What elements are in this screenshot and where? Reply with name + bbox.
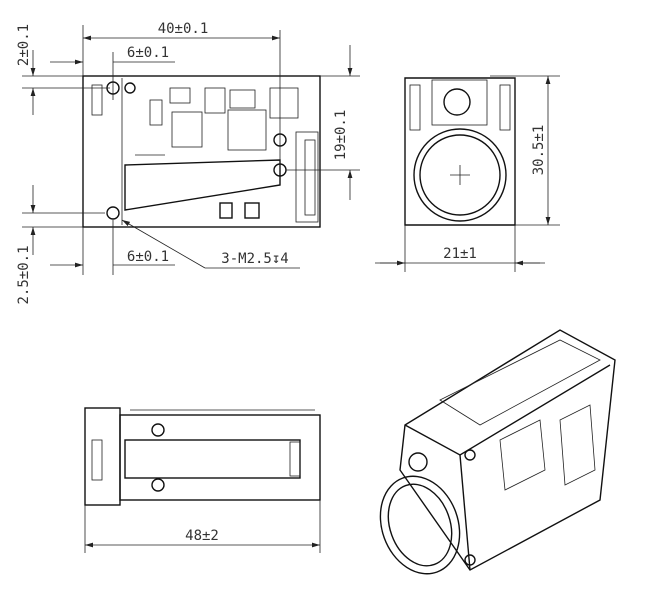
dim-bottom-hole-offset: 6±0.1 xyxy=(127,249,169,265)
dim-top-hole-offset: 6±0.1 xyxy=(127,45,169,61)
top-view-dimensions: 48±2 xyxy=(84,500,321,553)
side-view-dimensions: 30.5±1 21±1 xyxy=(375,75,560,272)
dim-bottom-edge-offset: 2.5±0.1 xyxy=(16,245,32,304)
isometric-view xyxy=(379,329,616,575)
mount-hole xyxy=(106,206,120,220)
thread-callout: 3-M2.5↧4 xyxy=(221,251,288,267)
dim-length-48: 48±2 xyxy=(185,528,219,544)
dim-hole-spacing: 19±0.1 xyxy=(333,110,349,161)
front-view-dimensions: 40±0.1 6±0.1 2±0.1 19±0.1 2.5±0.1 6±0.1 … xyxy=(16,21,360,305)
dim-height-30-5: 30.5±1 xyxy=(531,125,547,176)
dim-width-40: 40±0.1 xyxy=(158,21,209,37)
top-view xyxy=(84,407,321,506)
dim-width-21: 21±1 xyxy=(443,246,477,262)
side-view xyxy=(404,77,516,226)
front-view xyxy=(82,75,321,228)
dim-top-edge-offset: 2±0.1 xyxy=(16,24,32,66)
